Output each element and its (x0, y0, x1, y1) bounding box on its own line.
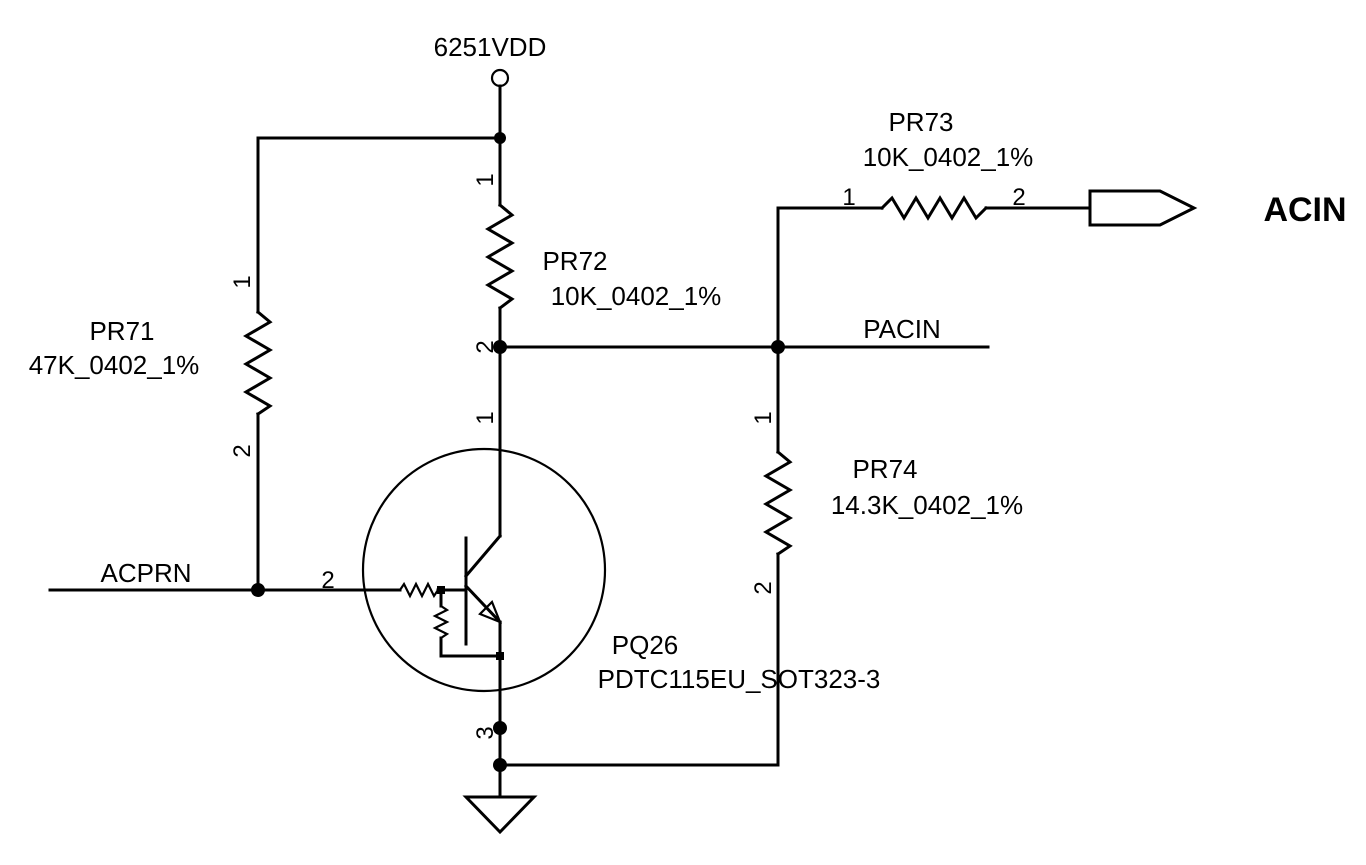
pr72-ref: PR72 (542, 246, 607, 276)
pr71-pin1: 1 (229, 275, 256, 288)
pq26-pin-emitter: 3 (472, 726, 499, 739)
ground-icon (462, 795, 538, 835)
pr73-pin1: 1 (842, 184, 855, 211)
pr74-pin2: 2 (750, 581, 777, 594)
pr74-ref: PR74 (852, 454, 917, 484)
pacin-label: PACIN (863, 314, 941, 344)
pr72-pin2: 2 (472, 340, 499, 353)
pq26-pin-collector: 1 (472, 411, 499, 424)
transistor-pq26 (361, 345, 607, 730)
pr73-value: 10K_0402_1% (863, 142, 1034, 172)
power-rail-label: 6251VDD (434, 32, 547, 62)
pq26-pin-base: 2 (321, 567, 334, 594)
junction-ground (493, 758, 507, 772)
pr74-pin1: 1 (750, 411, 777, 424)
pr73-ref: PR73 (888, 107, 953, 137)
pr71-value: 47K_0402_1% (29, 350, 200, 380)
pr71-ref: PR71 (89, 316, 154, 346)
pr72-pin1: 1 (472, 173, 499, 186)
pq26-value: PDTC115EU_SOT323-3 (598, 664, 881, 694)
pq26-ref: PQ26 (612, 630, 679, 660)
acin-label: ACIN (1263, 191, 1346, 229)
resistor-pr71 (243, 136, 273, 592)
acin-port-symbol (1088, 189, 1198, 227)
pr74-value: 14.3K_0402_1% (831, 490, 1023, 520)
pr73-pin2: 2 (1012, 184, 1025, 211)
resistor-pr74 (763, 345, 793, 767)
resistor-pr72 (485, 136, 515, 349)
junction-acprn (251, 583, 265, 597)
acprn-label: ACPRN (100, 558, 191, 588)
pr71-pin2: 2 (229, 444, 256, 457)
pr72-value: 10K_0402_1% (551, 281, 722, 311)
power-rail-6251vdd: 6251VDD (434, 32, 547, 140)
resistor-pr73 (776, 195, 1092, 349)
